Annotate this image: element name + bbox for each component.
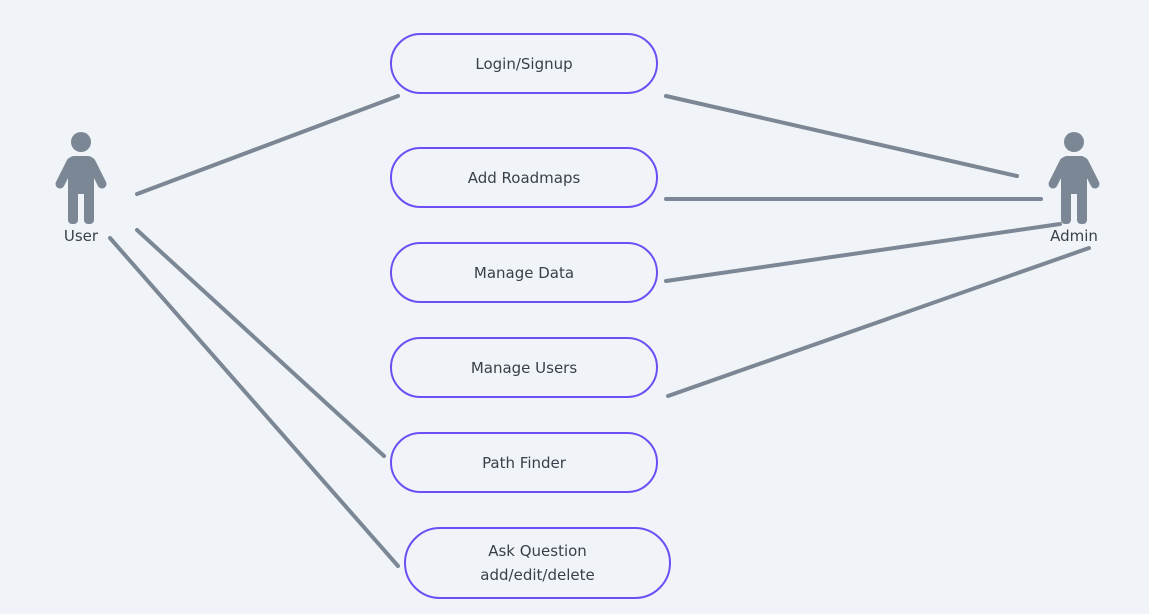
use-case-label-line2: add/edit/delete [480, 566, 595, 584]
use-case-label: Manage Users [470, 358, 578, 377]
actor-user-label: User [63, 227, 99, 245]
use-case-manage-data[interactable]: Manage Data [390, 242, 658, 303]
use-case-ask-question[interactable]: Ask Question add/edit/delete [404, 527, 671, 599]
person-icon [1048, 132, 1100, 224]
connector-user-login [135, 94, 400, 196]
connector-admin-login [664, 94, 1019, 178]
use-case-label: Login/Signup [475, 54, 573, 73]
connector-admin-manage-users [666, 246, 1091, 398]
person-icon [55, 132, 107, 224]
connector-admin-manage-data [664, 222, 1062, 283]
use-case-path-finder[interactable]: Path Finder [390, 432, 658, 493]
actor-user[interactable]: User [46, 128, 116, 245]
use-case-label: Manage Data [473, 263, 575, 282]
connector-user-path-finder [135, 228, 386, 458]
use-case-label: Path Finder [482, 453, 566, 472]
actor-admin[interactable]: Admin [1039, 128, 1109, 245]
connector-user-ask-question [108, 236, 400, 568]
use-case-login-signup[interactable]: Login/Signup [390, 33, 658, 94]
use-case-manage-users[interactable]: Manage Users [390, 337, 658, 398]
use-case-add-roadmaps[interactable]: Add Roadmaps [390, 147, 658, 208]
actor-admin-label: Admin [1050, 227, 1098, 245]
use-case-label-line1: Ask Question [488, 542, 587, 560]
use-case-label: Add Roadmaps [467, 168, 581, 187]
